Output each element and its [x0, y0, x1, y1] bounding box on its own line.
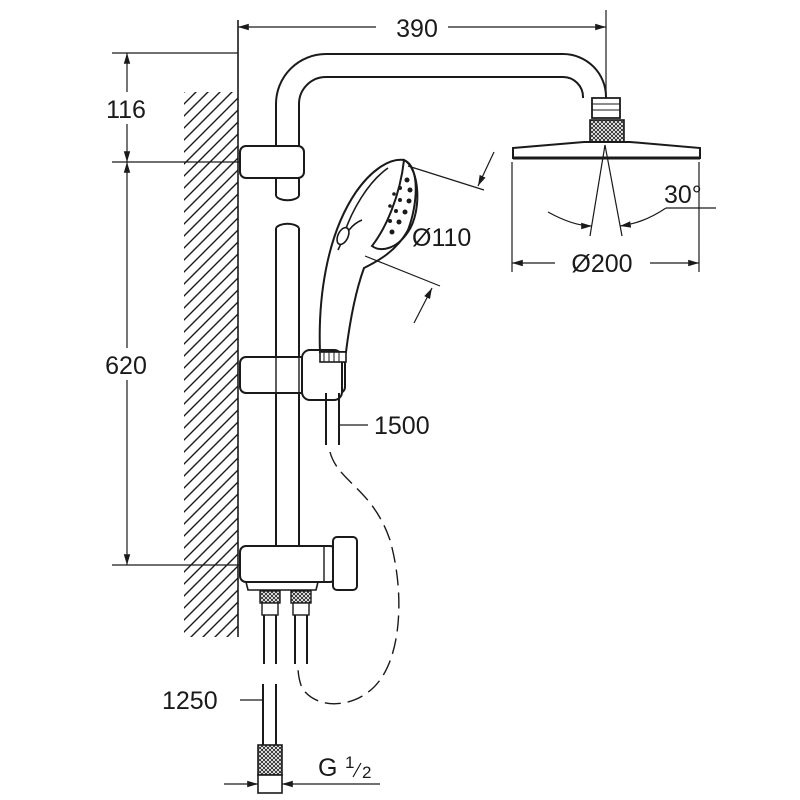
- hand-shower: [318, 158, 419, 363]
- thread-label: G: [318, 754, 337, 782]
- shower-arm: [275, 53, 621, 148]
- head-diameter-dimension: Ø200: [511, 162, 700, 278]
- thread-dimension: G 1 2: [224, 753, 380, 788]
- wall: [184, 20, 239, 637]
- overhead-shower-head: [512, 119, 701, 160]
- top-wall-bracket: [239, 145, 305, 202]
- supply-hose: 1250: [162, 684, 283, 794]
- mixer-outlets: [259, 590, 312, 664]
- top-offset-label: 116: [106, 96, 146, 124]
- hand-shower-diameter-dimension: Ø110: [364, 151, 495, 324]
- shower-hose-label: 1500: [374, 412, 430, 440]
- rail-length-label: 620: [105, 352, 147, 380]
- head-angle-dimension: 30°: [547, 144, 716, 237]
- vertical-dimensions: 116 620: [90, 52, 275, 566]
- supply-hose-label: 1250: [162, 687, 218, 715]
- head-diameter-label: Ø200: [571, 250, 632, 278]
- hand-shower-diameter-label: Ø110: [412, 224, 471, 252]
- head-angle-label: 30°: [664, 181, 702, 209]
- thread-denominator: 2: [362, 763, 371, 782]
- arm-projection-label: 390: [396, 15, 438, 43]
- shower-hose: 1500: [297, 393, 430, 705]
- arm-projection-dimension: 390: [238, 10, 607, 98]
- thread-numerator: 1: [345, 753, 354, 772]
- mixer-body: [239, 536, 358, 591]
